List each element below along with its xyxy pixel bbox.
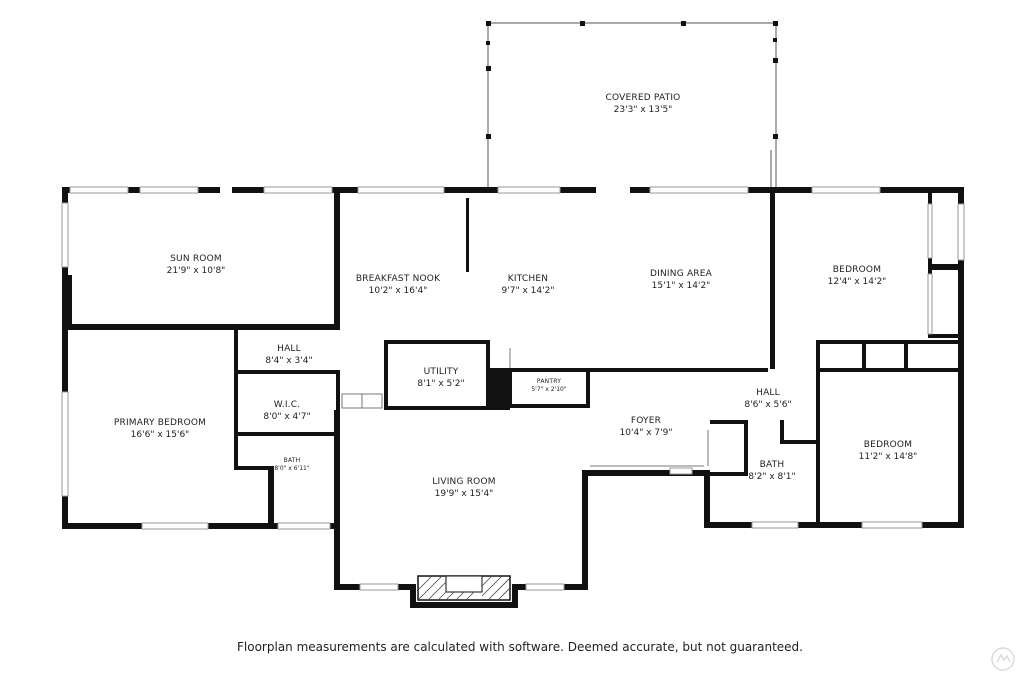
room-dimensions: 8'6" x 5'6"	[744, 400, 792, 411]
room-primary-bedroom: PRIMARY BEDROOM 16'6" x 15'6"	[114, 417, 206, 441]
room-pantry: PANTRY 5'7" x 2'10"	[531, 378, 566, 394]
room-dimensions: 23'3" x 13'5"	[613, 105, 673, 116]
utility-appliance-block	[488, 370, 512, 408]
room-sun-room: SUN ROOM 21'9" x 10'8"	[167, 253, 226, 277]
mls-logo-icon	[991, 647, 1015, 671]
room-name: FOYER	[630, 416, 662, 426]
steps	[341, 348, 709, 467]
room-name: BATH	[759, 460, 785, 470]
room-dimensions: 12'4" x 14'2"	[827, 277, 887, 288]
room-name: LIVING ROOM	[432, 477, 496, 487]
room-name: BEDROOM	[863, 440, 913, 450]
room-dining-area: DINING AREA 15'1" x 14'2"	[650, 268, 712, 292]
room-name: HALL	[756, 388, 780, 398]
room-name: UTILITY	[423, 367, 459, 377]
room-name: KITCHEN	[507, 274, 549, 284]
room-name: SUN ROOM	[170, 254, 222, 264]
room-dimensions: 9'7" x 14'2"	[501, 286, 555, 297]
room-hall-west: HALL 8'4" x 3'4"	[265, 343, 312, 367]
room-bath-east: BATH 8'2" x 8'1"	[748, 459, 795, 483]
room-dimensions: 16'6" x 15'6"	[130, 430, 190, 441]
disclaimer-text: Floorplan measurements are calculated wi…	[237, 640, 803, 654]
interior-walls	[62, 187, 964, 528]
room-bedroom-se: BEDROOM 11'2" x 14'8"	[859, 439, 918, 463]
room-wic: W.I.C. 8'0" x 4'7"	[263, 399, 310, 423]
room-covered-patio: COVERED PATIO 23'3" x 13'5"	[606, 92, 681, 116]
room-name: BEDROOM	[832, 265, 882, 275]
exterior-walls	[62, 187, 964, 608]
room-name: W.I.C.	[273, 400, 301, 410]
fireplace	[417, 575, 511, 601]
room-name: COVERED PATIO	[605, 93, 681, 103]
room-dimensions: 8'2" x 8'1"	[748, 472, 796, 483]
room-name: DINING AREA	[650, 269, 712, 279]
room-dimensions: 11'2" x 14'8"	[858, 452, 918, 463]
room-dimensions: 8'0" x 6'11"	[274, 465, 310, 473]
room-foyer: FOYER 10'4" x 7'9"	[620, 415, 673, 439]
room-utility: UTILITY 8'1" x 5'2"	[417, 366, 464, 390]
covered-patio-outline	[486, 21, 778, 188]
room-hall-east: HALL 8'6" x 5'6"	[744, 387, 791, 411]
room-dimensions: 21'9" x 10'8"	[166, 266, 226, 277]
windows	[61, 186, 965, 591]
room-dimensions: 8'4" x 3'4"	[265, 356, 313, 367]
room-name: HALL	[277, 344, 301, 354]
room-dimensions: 8'0" x 4'7"	[263, 412, 311, 423]
room-dimensions: 8'1" x 5'2"	[417, 379, 465, 390]
room-name: PANTRY	[536, 378, 562, 385]
room-dimensions: 10'4" x 7'9"	[619, 428, 673, 439]
room-name: BATH	[283, 457, 301, 464]
room-bedroom-ne: BEDROOM 12'4" x 14'2"	[828, 264, 887, 288]
room-dimensions: 10'2" x 16'4"	[368, 286, 428, 297]
room-breakfast-nook: BREAKFAST NOOK 10'2" x 16'4"	[356, 273, 440, 297]
room-name: BREAKFAST NOOK	[355, 274, 441, 284]
room-dimensions: 19'9" x 15'4"	[434, 489, 494, 500]
room-name: PRIMARY BEDROOM	[113, 418, 207, 428]
room-kitchen: KITCHEN 9'7" x 14'2"	[502, 273, 555, 297]
room-dimensions: 5'7" x 2'10"	[531, 386, 567, 394]
room-living-room: LIVING ROOM 19'9" x 15'4"	[432, 476, 495, 500]
room-dimensions: 15'1" x 14'2"	[651, 281, 711, 292]
room-bath-west: BATH 8'0" x 6'11"	[274, 457, 309, 473]
